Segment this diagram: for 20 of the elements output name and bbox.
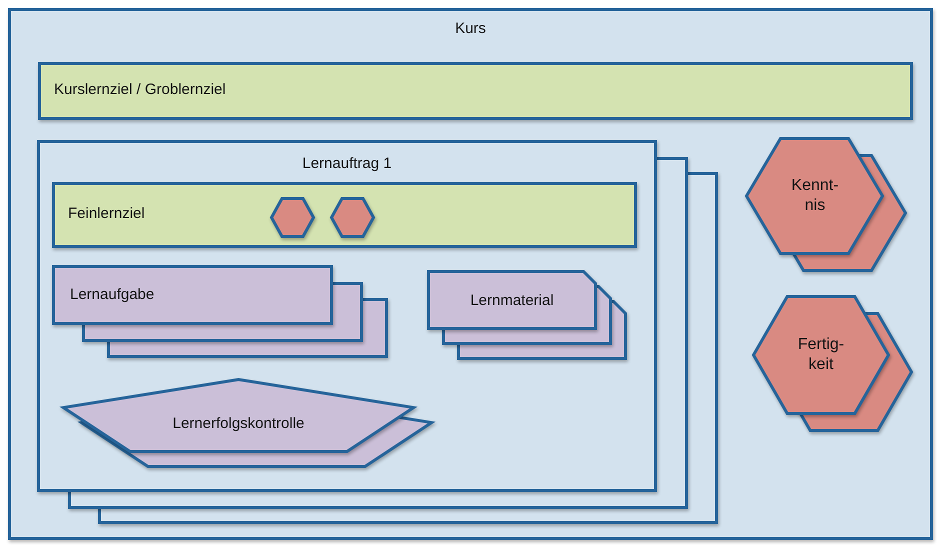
course-container <box>8 8 933 540</box>
goal-bar <box>52 182 637 248</box>
document-stack <box>427 270 627 360</box>
node-label: Lernaufgabe <box>70 286 156 305</box>
pentagon-stack <box>62 378 433 468</box>
card-stack <box>52 265 385 358</box>
container-title: Lernauftrag 1 <box>301 155 393 174</box>
node-label: Lernerfolgskontrolle <box>172 415 306 434</box>
node-label: Lernmaterial <box>469 292 555 311</box>
card-stack <box>37 140 718 523</box>
hexagon-shape <box>330 197 375 238</box>
node-label: Fertig- keit <box>796 335 846 375</box>
node-label: Kennt- nis <box>790 176 840 216</box>
hexagon-stack <box>745 137 907 273</box>
hexagon-stack <box>752 295 913 432</box>
node-label: Feinlernziel <box>68 205 146 224</box>
hexagon-shape <box>270 197 315 238</box>
goal-bar <box>38 62 913 120</box>
container-title: Kurs <box>454 20 487 39</box>
node-label: Kurslernziel / Groblernziel <box>54 81 227 100</box>
